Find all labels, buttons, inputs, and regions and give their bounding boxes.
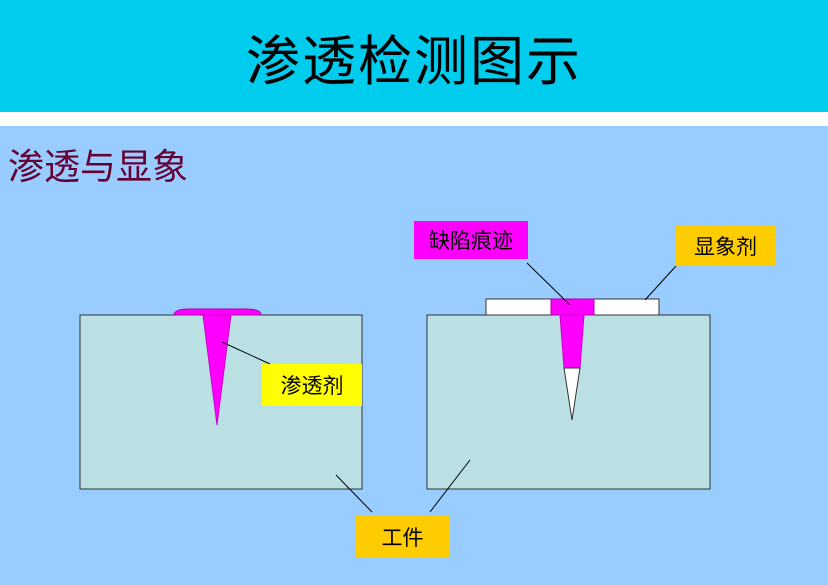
penetrant-label: 渗透剂 xyxy=(262,364,362,406)
defect-trace-label: 缺陷痕迹 xyxy=(414,221,528,259)
defect-trace-blot xyxy=(550,298,595,316)
empty-crack-tip xyxy=(563,367,581,421)
workpiece-label: 工件 xyxy=(355,515,450,558)
section-subtitle: 渗透与显象 xyxy=(8,147,189,188)
defect-leader-line xyxy=(526,262,571,306)
workpiece-leader-line-left xyxy=(335,474,373,513)
divider xyxy=(0,112,828,126)
page-title: 渗透检测图示 xyxy=(246,29,582,93)
developer-leader-line xyxy=(644,265,677,301)
developer-label: 显象剂 xyxy=(675,226,776,266)
penetrant-surface-film xyxy=(173,308,262,316)
workpiece-leader-line-right xyxy=(429,459,471,513)
title-bar: 渗透检测图示 xyxy=(0,0,828,112)
drawn-out-penetrant xyxy=(559,314,585,369)
penetrant-leader-line xyxy=(221,341,271,365)
